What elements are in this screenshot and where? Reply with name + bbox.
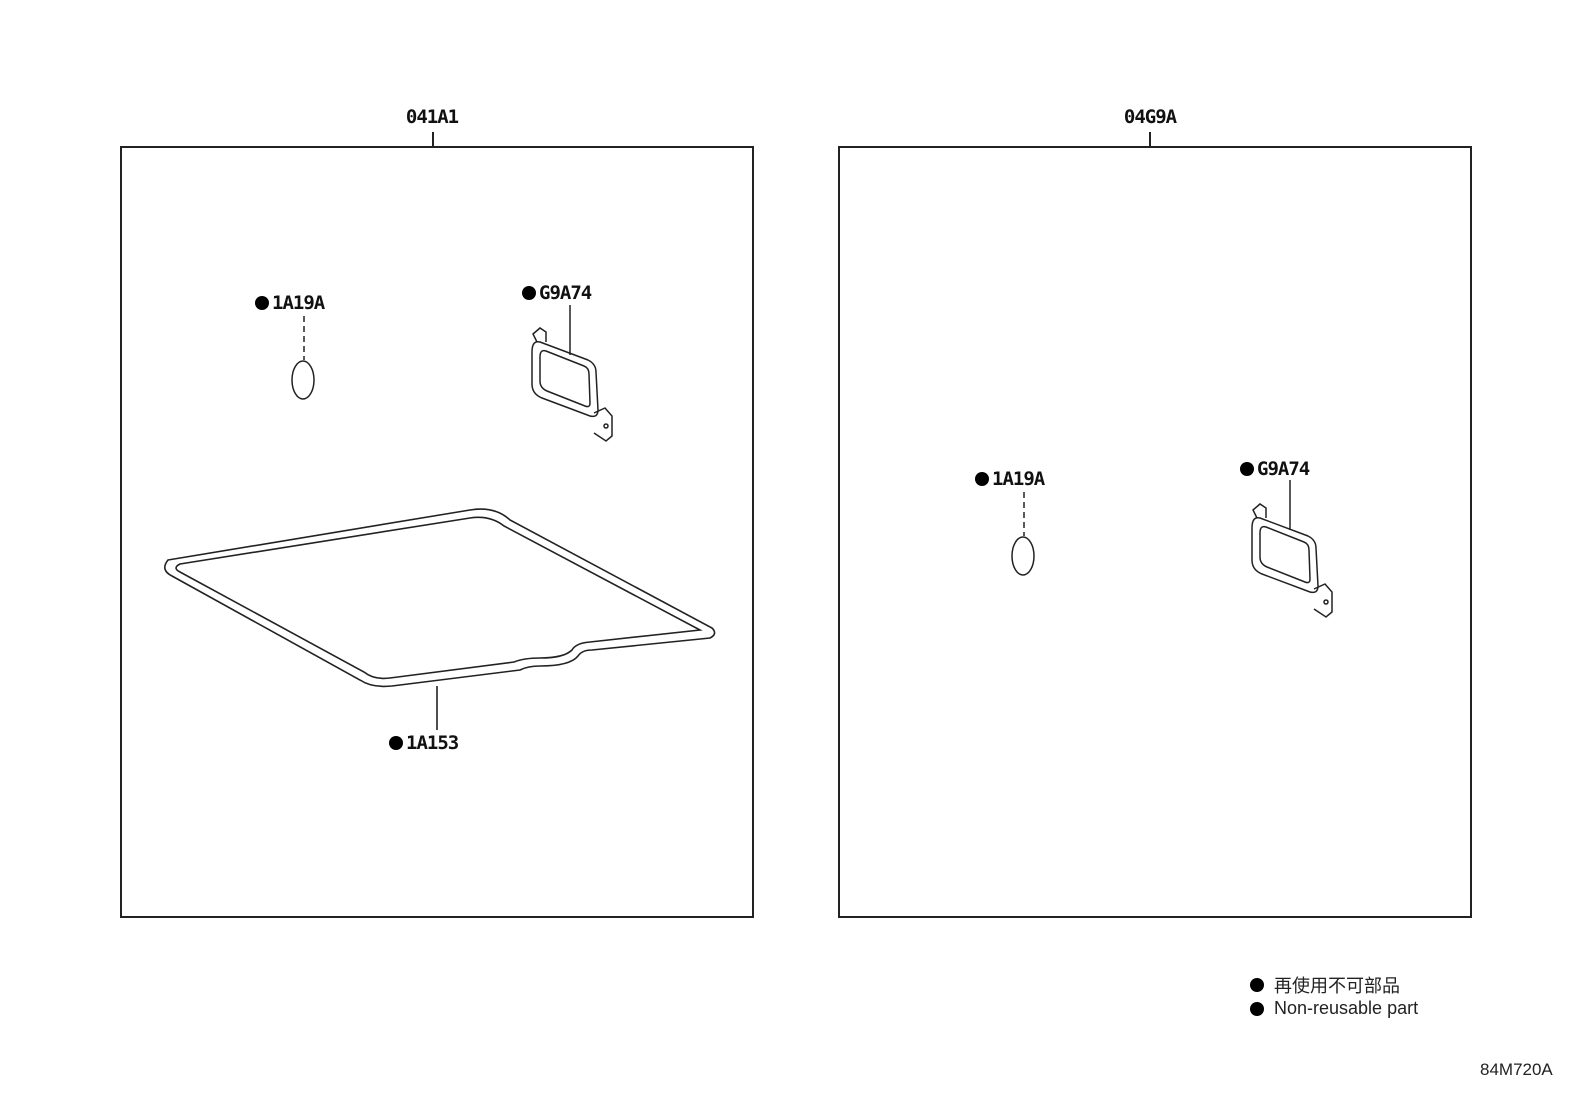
non-reusable-dot-icon [1240,462,1254,476]
callout-G9A74-kit2: G9A74 [1240,458,1310,480]
figure-code: 84M720A [1480,1060,1553,1079]
non-reusable-dot-icon [1250,978,1264,992]
legend-text-english: Non-reusable part [1274,998,1419,1018]
part-code: G9A74 [1257,458,1310,480]
o-ring-1A19A-kit2 [1011,492,1035,576]
callout-1A19A-kit1: 1A19A [255,292,325,314]
gasket-1A153-kit1 [164,508,716,730]
non-reusable-dot-icon [389,736,403,750]
part-code: 1A19A [272,292,325,314]
kit-title-04G9A: 04G9A [1123,106,1177,128]
legend-english: Non-reusable part [1250,998,1418,1019]
callout-1A19A-kit2: 1A19A [975,468,1045,490]
non-reusable-dot-icon [975,472,989,486]
non-reusable-dot-icon [255,296,269,310]
part-code: 1A19A [992,468,1045,490]
kit-title-leader [432,132,434,147]
legend-text-japanese: 再使用不可部品 [1274,976,1400,996]
kit-title-leader [1149,132,1151,147]
gasket-G9A74-kit2 [1251,480,1333,618]
callout-1A153-kit1: 1A153 [389,732,459,754]
kit-title-041A1: 041A1 [405,106,459,128]
o-ring-1A19A-kit1 [291,316,315,400]
part-code: 1A153 [406,732,459,754]
legend-japanese: 再使用不可部品 [1250,972,1400,998]
non-reusable-dot-icon [522,286,536,300]
kit-box-041A1 [120,146,754,918]
gasket-G9A74-kit1 [531,305,613,442]
kit-box-04G9A [838,146,1472,918]
non-reusable-dot-icon [1250,1001,1264,1016]
part-code: G9A74 [539,282,592,304]
callout-G9A74-kit1: G9A74 [522,282,592,304]
